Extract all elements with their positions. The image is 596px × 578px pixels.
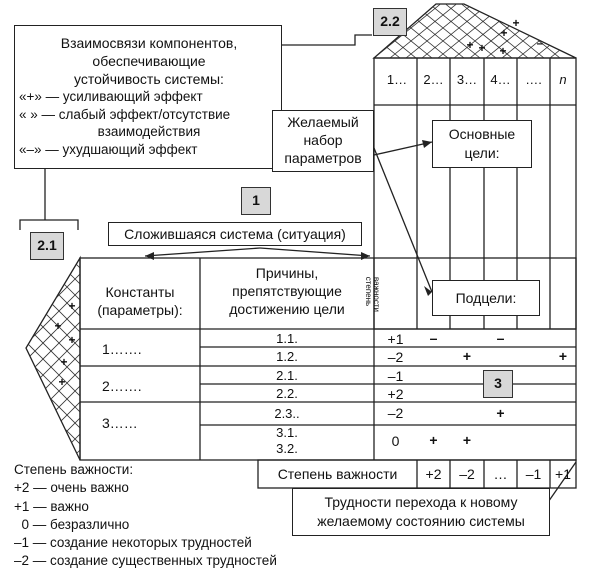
main-goals-line-1: Основные	[448, 126, 516, 142]
badge-3: 3	[483, 370, 513, 398]
interrelations-title-1: Взаимосвязи компонентов,	[60, 35, 238, 51]
matrix-mark: +	[463, 432, 471, 448]
matrix-mark: +	[463, 348, 471, 364]
difficulties-line-2: желаемому состоянию системы	[317, 513, 525, 529]
interrelations-minus: «–» — ухудшающий эффект	[19, 142, 198, 157]
badge-1: 1	[241, 187, 271, 215]
desired-line-1: Желаемый	[287, 114, 359, 130]
weight-5: –2	[387, 405, 404, 421]
matrix-mark: +	[429, 432, 437, 448]
cause-1-1: 1.1.	[276, 331, 298, 346]
importance-legend-item-4: –1 — создание некоторых трудностей	[14, 535, 252, 550]
wall-mark: +	[54, 319, 61, 333]
causes-header-3: достижению цели	[229, 301, 345, 317]
cause-3-1: 3.1.	[276, 425, 298, 440]
difficulties-box: Трудности перехода к новому желаемому со…	[292, 488, 550, 536]
roof-mark: –	[537, 36, 544, 50]
cause-1-2: 1.2.	[276, 349, 298, 364]
causes-header-2: препятствующие	[232, 283, 342, 299]
goal-col-1: 1…	[386, 72, 408, 87]
wall-mark: +	[58, 375, 65, 389]
cause-2-1: 2.1.	[276, 368, 298, 383]
importance-legend-title: Степень важности:	[14, 462, 134, 477]
constants-header-1: Константы	[105, 284, 175, 300]
goal-col-3: 3…	[456, 72, 478, 87]
subgoals-box: Подцели:	[432, 280, 540, 316]
goal-col-4: 4…	[490, 72, 511, 87]
wall-mark: +	[60, 355, 67, 369]
wall-mark: +	[68, 299, 75, 313]
constants-header-2: (параметры):	[97, 302, 183, 318]
roof-mark: +	[500, 26, 507, 40]
weight-1: +1	[387, 331, 404, 347]
cause-2-3: 2.3..	[274, 406, 300, 421]
importance-value-5: +1	[555, 466, 571, 482]
roof-mark: +	[512, 16, 519, 30]
subgoals-label: Подцели:	[455, 290, 517, 306]
goal-col-5: ….	[525, 72, 542, 87]
importance-value-4: –1	[525, 466, 542, 482]
roof-correlation-matrix: + + – + + +	[372, 3, 577, 59]
main-goals-box: Основные цели:	[432, 120, 532, 168]
cause-2-2: 2.2.	[276, 386, 298, 401]
desired-line-2: набор	[303, 132, 343, 148]
desired-line-3: параметров	[284, 150, 362, 166]
main-goals-line-2: цели:	[464, 145, 500, 161]
current-system-box: Сложившаяся система (ситуация)	[108, 222, 362, 246]
matrix-mark: +	[496, 405, 504, 421]
group-1: 1…….	[102, 341, 142, 357]
importance-legend-item-1: +2 — очень важно	[14, 480, 129, 495]
roof-mark: +	[499, 44, 506, 58]
goal-col-2: 2…	[423, 72, 444, 87]
matrix-mark: –	[430, 330, 438, 346]
importance-legend-item-5: –2 — создание существенных трудностей	[14, 553, 277, 568]
weight-6: 0	[391, 433, 400, 449]
roof-mark: +	[466, 38, 473, 52]
cause-3-2: 3.2.	[276, 441, 298, 456]
interrelations-box: Взаимосвязи компонентов, обеспечивающие …	[14, 25, 282, 169]
interrelations-weak: « » — слабый эффект/отсутствие	[19, 107, 231, 122]
goal-col-n: n	[559, 72, 567, 87]
weight-2: –2	[387, 349, 404, 365]
importance-vertical-2: важности	[371, 277, 381, 312]
importance-value-2: –2	[459, 466, 475, 482]
matrix-mark: +	[559, 348, 567, 364]
importance-value-3: …	[493, 466, 508, 482]
interrelations-plus: «+» — усиливающий эффект	[19, 89, 203, 104]
weight-4: +2	[387, 386, 404, 402]
badge-2-2: 2.2	[373, 8, 407, 36]
importance-legend-item-2: +1 — важно	[14, 499, 89, 514]
importance-value-1: +2	[425, 466, 442, 482]
interrelations-title-3: устойчивость системы:	[74, 71, 224, 87]
desired-parameters-box: Желаемый набор параметров	[272, 110, 374, 172]
importance-legend-item-3: 0 — безразлично	[14, 517, 130, 532]
importance-row-label: Степень важности	[277, 466, 398, 482]
interrelations-title-2: обеспечивающие	[92, 53, 206, 69]
group-3: 3……	[102, 415, 138, 431]
wall-mark: +	[68, 333, 75, 347]
interrelations-weak-cont: взаимодействия	[97, 124, 201, 139]
relationship-matrix: – – + + + + +	[429, 330, 567, 448]
matrix-mark: –	[497, 330, 505, 346]
current-system-label: Сложившаяся система (ситуация)	[124, 226, 346, 242]
roof-mark: +	[478, 41, 485, 55]
causes-header-1: Причины,	[255, 265, 319, 281]
badge-2-1: 2.1	[30, 232, 64, 260]
weight-3: –1	[387, 368, 404, 384]
difficulties-line-1: Трудности перехода к новому	[324, 494, 518, 510]
group-2: 2…….	[102, 378, 142, 394]
